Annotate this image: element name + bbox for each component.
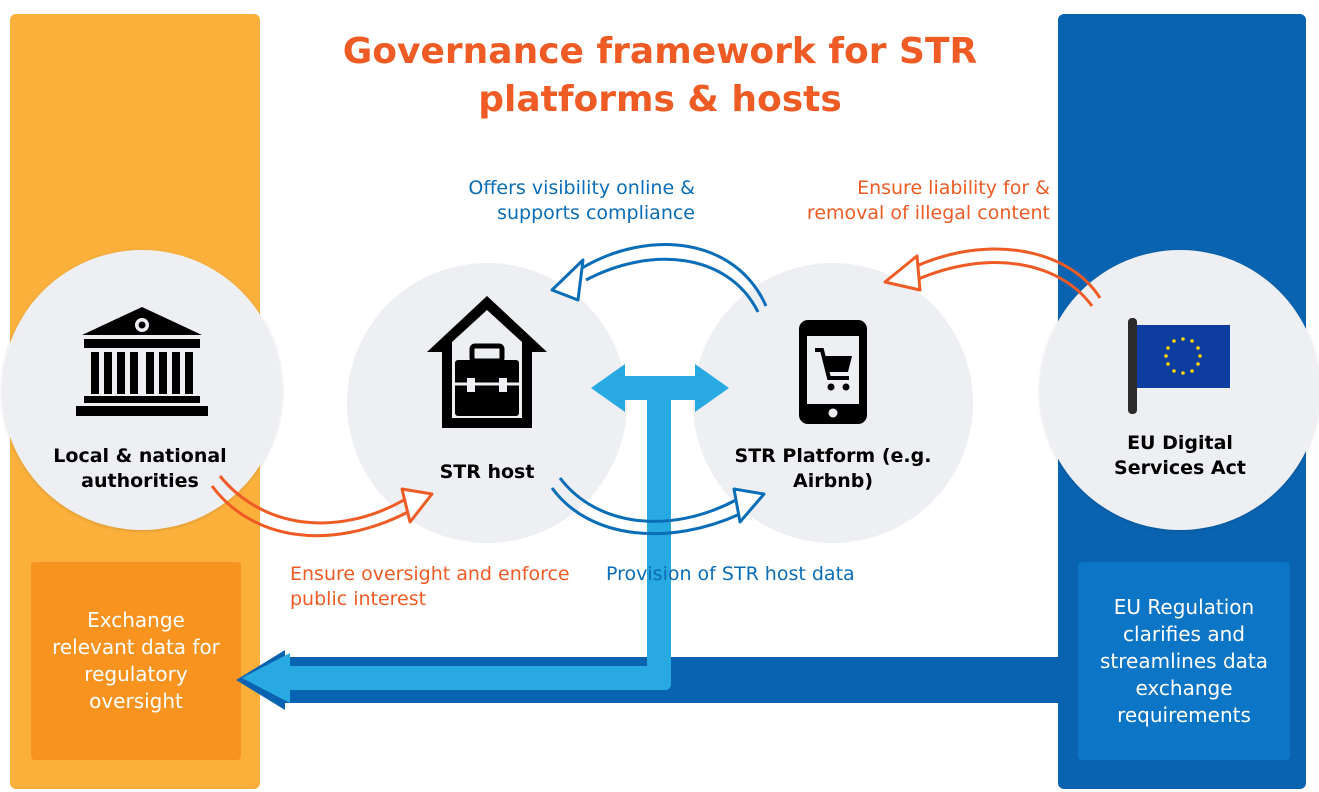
dsa-node: [1040, 250, 1319, 530]
host-label: STR host: [439, 461, 535, 483]
provision-data-label: Provision of STR host data: [606, 563, 855, 585]
ensure-liability-label: Ensure liability for & removal of illega…: [806, 177, 1050, 224]
eu-flag-icon: [1128, 318, 1230, 414]
liability-arrow: [883, 247, 1102, 307]
phone-cart-icon: [799, 320, 867, 424]
ensure-oversight-label: Ensure oversight and enforce public inte…: [290, 563, 570, 610]
oversight-arrow: [210, 475, 434, 538]
platform-label: STR Platform (e.g. Airbnb): [734, 445, 932, 492]
exchange-data-box: Exchange relevant data for regulatory ov…: [31, 562, 241, 760]
authorities-label: Local & national authorities: [53, 445, 227, 492]
offers-visibility-label: Offers visibility online & supports comp…: [468, 177, 695, 224]
exchange-data-text: Exchange relevant data for regulatory ov…: [52, 608, 220, 713]
authorities-node: [2, 250, 282, 530]
host-data-connector: [242, 364, 729, 703]
house-briefcase-icon: [427, 296, 547, 428]
eu-regulation-text: EU Regulation clarifies and streamlines …: [1099, 594, 1268, 727]
visibility-arrow: [550, 243, 768, 313]
provision-arrow: [550, 477, 766, 536]
bank-icon: [76, 307, 208, 416]
page-title: Governance framework for STR platforms &…: [342, 31, 978, 120]
eu-regulation-box: EU Regulation clarifies and streamlines …: [1078, 562, 1290, 760]
dsa-label: EU Digital Services Act: [1114, 432, 1246, 479]
flag-stars: [1164, 337, 1202, 375]
